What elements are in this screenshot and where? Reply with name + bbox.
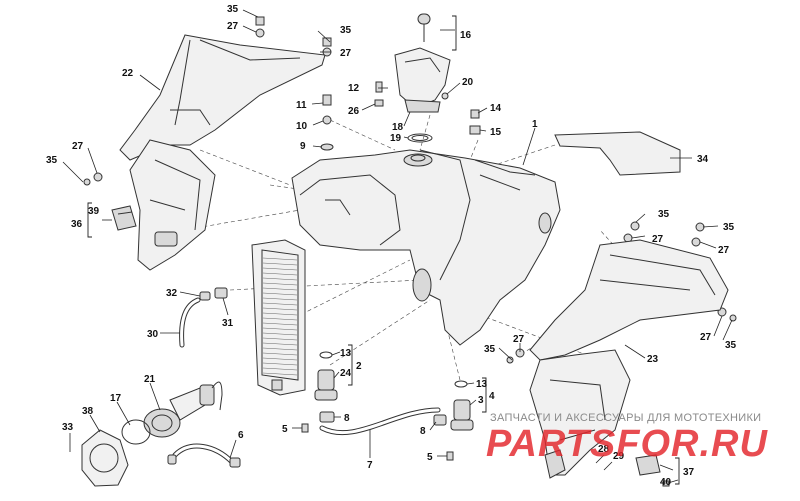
callout-40: 40: [660, 477, 672, 488]
callout-7: 7: [367, 460, 373, 471]
side-clip: [635, 454, 670, 487]
callout-23: 23: [647, 354, 659, 365]
callout-37: 37: [683, 467, 695, 478]
radiator-fin: [262, 262, 298, 266]
callout-27: 27: [227, 21, 239, 32]
callout-labels: 35 27 35 27 22 35 27 1 16 12 26 11 10 9 …: [46, 4, 737, 488]
callout-20: 20: [462, 77, 474, 88]
radiator-fin: [262, 347, 298, 351]
callout-35: 35: [725, 340, 737, 351]
radiator-fin: [262, 267, 298, 271]
callout-18: 18: [392, 122, 404, 133]
radiator-fin: [262, 327, 298, 331]
callout-9: 9: [300, 141, 306, 152]
callout-13: 13: [340, 348, 352, 359]
fuel-hose-pump: [167, 443, 241, 468]
callout-27: 27: [513, 334, 525, 345]
callout-33: 33: [62, 422, 74, 433]
callout-29: 29: [613, 451, 625, 462]
callout-16: 16: [460, 30, 472, 41]
callout-5: 5: [282, 424, 288, 435]
callout-38: 38: [82, 406, 94, 417]
radiator-fin: [262, 312, 298, 316]
right-radiator-shroud: [529, 239, 729, 479]
callout-14: 14: [490, 103, 502, 114]
radiator: [251, 239, 306, 396]
callout-39: 39: [88, 206, 100, 217]
fuel-cap: [394, 13, 451, 143]
callout-35: 35: [658, 209, 670, 220]
radiator-fin: [262, 287, 298, 291]
radiator-fin: [262, 357, 298, 361]
radiator-fin: [262, 352, 298, 356]
callout-13: 13: [476, 379, 488, 390]
radiator-fin: [262, 322, 298, 326]
radiator-fin: [262, 307, 298, 311]
callout-31: 31: [222, 318, 234, 329]
watermark: ЗАПЧАСТИ И АКСЕССУАРЫ ДЛЯ МОТОТЕХНИКИ PA…: [486, 412, 768, 465]
radiator-fin: [262, 342, 298, 346]
callout-3: 3: [478, 395, 484, 406]
callout-2: 2: [356, 361, 362, 372]
callout-27: 27: [72, 141, 84, 152]
callout-12: 12: [348, 83, 360, 94]
callout-5: 5: [427, 452, 433, 463]
callout-27: 27: [652, 234, 664, 245]
callout-36: 36: [71, 219, 83, 230]
callout-30: 30: [147, 329, 159, 340]
radiator-fin: [262, 317, 298, 321]
number-plate-clip: [111, 205, 137, 231]
callout-34: 34: [697, 154, 709, 165]
callout-26: 26: [348, 106, 360, 117]
radiator-fin: [262, 277, 298, 281]
callout-4: 4: [489, 391, 495, 402]
callout-27: 27: [340, 48, 352, 59]
overflow-hose: [179, 287, 228, 348]
left-radiator-shroud: [119, 34, 326, 271]
callout-21: 21: [144, 374, 156, 385]
radiator-fin: [262, 302, 298, 306]
radiator-fin: [262, 297, 298, 301]
callout-35: 35: [46, 155, 58, 166]
pump-gasket: [81, 429, 129, 487]
watermark-logo: PARTSFOR.RU: [486, 423, 768, 465]
callout-35: 35: [484, 344, 496, 355]
radiator-fin: [262, 282, 298, 286]
callout-35: 35: [227, 4, 239, 15]
radiator-fin: [262, 332, 298, 336]
callout-8: 8: [420, 426, 426, 437]
callout-27: 27: [700, 332, 712, 343]
callout-35: 35: [723, 222, 735, 233]
radiator-fin: [262, 337, 298, 341]
callout-32: 32: [166, 288, 178, 299]
callout-1: 1: [532, 119, 538, 130]
watermark-tagline: ЗАПЧАСТИ И АКСЕССУАРЫ ДЛЯ МОТОТЕХНИКИ: [490, 412, 761, 424]
callout-28: 28: [598, 444, 610, 455]
radiator-fin: [262, 362, 298, 366]
leader-lines: [62, 9, 733, 485]
radiator-fin: [262, 257, 298, 261]
radiator-fin: [262, 372, 298, 376]
fuel-tank: [291, 149, 561, 346]
callout-8: 8: [344, 413, 350, 424]
fuel-fittings: [301, 351, 474, 461]
fuel-pump: [121, 381, 223, 445]
radiator-fin: [262, 272, 298, 276]
tank-pad: [554, 131, 681, 176]
callout-6: 6: [238, 430, 244, 441]
callout-10: 10: [296, 121, 308, 132]
callout-17: 17: [110, 393, 122, 404]
callout-19: 19: [390, 133, 402, 144]
radiator-fin: [262, 367, 298, 371]
radiator-fin: [262, 292, 298, 296]
callout-35: 35: [340, 25, 352, 36]
callout-11: 11: [296, 100, 307, 111]
callout-24: 24: [340, 368, 352, 379]
callout-15: 15: [490, 127, 502, 138]
callout-22: 22: [122, 68, 134, 79]
callout-27: 27: [718, 245, 730, 256]
